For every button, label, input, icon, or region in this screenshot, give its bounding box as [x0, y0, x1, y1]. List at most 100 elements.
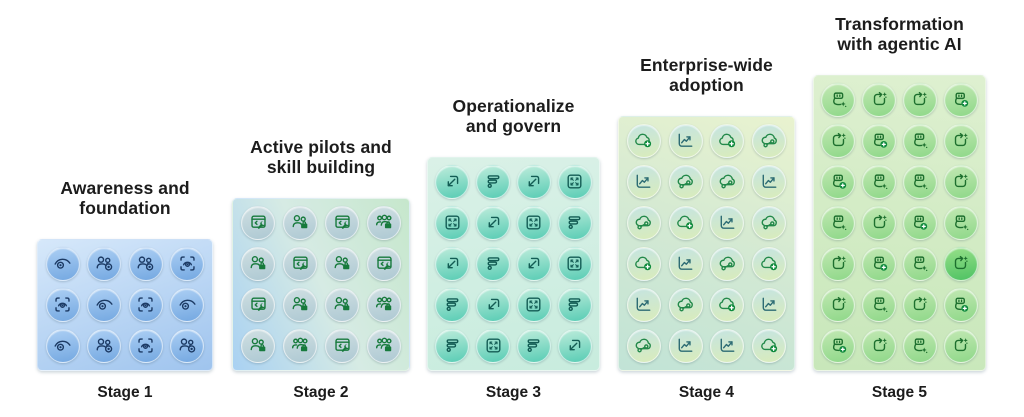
- icon-cell: [859, 79, 900, 120]
- bot-add-icon: [943, 82, 978, 117]
- bot-sparkle-icon: [902, 246, 937, 281]
- data-lines-icon: [516, 328, 551, 363]
- stage-title-line: adoption: [669, 75, 744, 96]
- icon-cell: [623, 202, 665, 243]
- icon-row: [619, 325, 794, 366]
- people-briefcase-icon: [325, 287, 359, 322]
- cloud-add-icon: [626, 123, 661, 158]
- icon-row: [619, 161, 794, 202]
- icon-cell: [514, 325, 555, 366]
- chart-growth-icon: [626, 287, 661, 322]
- icon-cell: [748, 284, 790, 325]
- icon-cell: [84, 284, 126, 325]
- data-lines-icon: [476, 246, 511, 281]
- icon-cell: [665, 325, 707, 366]
- icon-cell: [748, 202, 790, 243]
- icon-cell: [84, 325, 126, 366]
- bot-sparkle-icon: [821, 82, 856, 117]
- scan-eye-icon: [128, 287, 163, 322]
- icon-row: [233, 284, 409, 325]
- icon-cell: [125, 284, 167, 325]
- scan-eye-icon: [170, 246, 205, 281]
- arrow-expand-icon: [516, 164, 551, 199]
- icon-cell: [707, 120, 749, 161]
- eye-icon: [45, 328, 80, 363]
- arrow-expand-icon: [476, 205, 511, 240]
- stage-label: Stage 1: [97, 384, 153, 401]
- icon-cell: [707, 202, 749, 243]
- sync-sparkle-icon: [862, 205, 897, 240]
- data-lines-icon: [557, 287, 592, 322]
- cloud-flow-icon: [668, 164, 703, 199]
- stage-title-line: Active pilots and: [250, 136, 392, 157]
- icon-cell: [940, 120, 981, 161]
- icon-row: [38, 284, 212, 325]
- data-lines-icon: [476, 164, 511, 199]
- icon-cell: [940, 79, 981, 120]
- icon-row: [619, 202, 794, 243]
- sync-sparkle-icon: [902, 82, 937, 117]
- icon-cell: [940, 284, 981, 325]
- corner-arrows-icon: [516, 205, 551, 240]
- icon-cell: [554, 243, 595, 284]
- icon-cell: [665, 202, 707, 243]
- stage-box: [232, 198, 410, 371]
- sync-sparkle-icon: [821, 287, 856, 322]
- chart-growth-icon: [752, 287, 787, 322]
- icon-cell: [940, 325, 981, 366]
- stage-box: [618, 116, 795, 371]
- icon-cell: [432, 202, 473, 243]
- icon-row: [38, 243, 212, 284]
- stage-label: Stage 4: [678, 384, 735, 401]
- icon-cell: [279, 284, 321, 325]
- icon-cell: [623, 284, 665, 325]
- cloud-add-icon: [668, 205, 703, 240]
- icon-cell: [237, 325, 279, 366]
- bot-add-icon: [943, 287, 978, 322]
- icon-cell: [514, 161, 555, 202]
- sync-sparkle-icon: [821, 246, 856, 281]
- data-lines-icon: [557, 205, 592, 240]
- bot-add-icon: [862, 123, 897, 158]
- icon-row: [619, 243, 794, 284]
- people-briefcase-icon: [325, 246, 359, 281]
- people-eye-icon: [87, 328, 122, 363]
- stage-box: [427, 157, 600, 371]
- chart-growth-icon: [668, 328, 703, 363]
- cloud-flow-icon: [752, 123, 787, 158]
- corner-arrows-icon: [476, 328, 511, 363]
- cloud-flow-icon: [752, 205, 787, 240]
- icon-cell: [167, 325, 209, 366]
- icon-cell: [859, 120, 900, 161]
- scan-eye-icon: [45, 287, 80, 322]
- icon-row: [233, 243, 409, 284]
- stage-box: [813, 75, 986, 371]
- bot-sparkle-icon: [862, 287, 897, 322]
- icon-cell: [167, 243, 209, 284]
- icon-cell: [665, 161, 707, 202]
- icon-cell: [859, 161, 900, 202]
- chart-growth-icon: [668, 123, 703, 158]
- window-code-wrench-icon: [283, 246, 317, 281]
- icon-cell: [818, 325, 859, 366]
- icon-cell: [321, 325, 363, 366]
- chart-growth-icon: [626, 164, 661, 199]
- chart-growth-icon: [710, 328, 745, 363]
- icon-row: [428, 325, 599, 366]
- stage-title-line: Awareness and: [60, 177, 190, 198]
- icon-cell: [363, 325, 405, 366]
- icon-cell: [665, 243, 707, 284]
- group-briefcase-icon: [367, 328, 401, 363]
- icon-cell: [623, 120, 665, 161]
- icon-cell: [432, 325, 473, 366]
- icon-cell: [818, 120, 859, 161]
- sync-sparkle-icon: [821, 123, 856, 158]
- stage-label: Stage 3: [485, 384, 542, 401]
- icon-cell: [473, 325, 514, 366]
- arrow-expand-icon: [476, 287, 511, 322]
